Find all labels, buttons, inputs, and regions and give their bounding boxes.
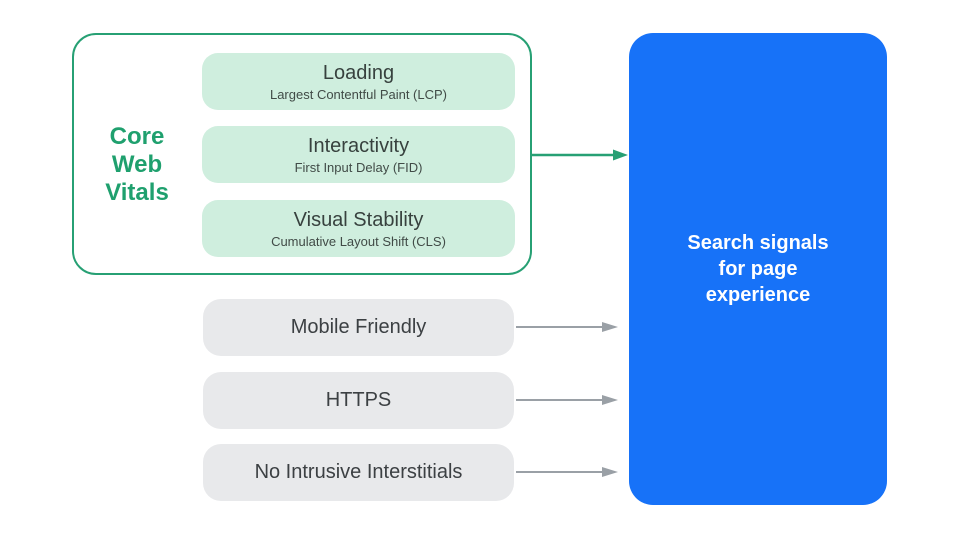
search-signals-line: for page	[718, 258, 798, 280]
signal-label: Mobile Friendly	[290, 316, 427, 338]
search-signals-label: Search signals for page experience	[687, 230, 828, 308]
signal-label: HTTPS	[325, 389, 392, 411]
vital-card-title: Visual Stability	[293, 208, 424, 231]
vital-card-subtitle: First Input Delay (FID)	[294, 159, 423, 175]
search-signals-line: Search signals	[687, 232, 829, 254]
search-signals-panel: Search signals for page experience	[629, 33, 887, 505]
core-web-vitals-arrow-icon	[530, 149, 628, 161]
vital-card-title: Loading	[322, 61, 395, 84]
signal-no-intrusive-interstitials: No Intrusive Interstitials	[203, 444, 514, 501]
vital-card-title: Interactivity	[307, 134, 410, 157]
core-web-vitals-label: Core Web Vitals	[105, 123, 169, 206]
https-arrow-icon	[516, 395, 618, 405]
vital-card-visual-stability: Visual Stability Cumulative Layout Shift…	[202, 200, 515, 257]
signal-https: HTTPS	[203, 372, 514, 429]
vital-card-subtitle: Cumulative Layout Shift (CLS)	[271, 233, 446, 249]
no-intrusive-interstitials-arrow-icon	[516, 467, 618, 477]
vital-card-loading: Loading Largest Contentful Paint (LCP)	[202, 53, 515, 110]
vital-card-subtitle: Largest Contentful Paint (LCP)	[269, 86, 448, 102]
mobile-friendly-arrow-icon	[516, 322, 618, 332]
signal-mobile-friendly: Mobile Friendly	[203, 299, 514, 356]
signal-label: No Intrusive Interstitials	[254, 461, 463, 483]
search-signals-line: experience	[705, 284, 811, 306]
vital-card-interactivity: Interactivity First Input Delay (FID)	[202, 126, 515, 183]
